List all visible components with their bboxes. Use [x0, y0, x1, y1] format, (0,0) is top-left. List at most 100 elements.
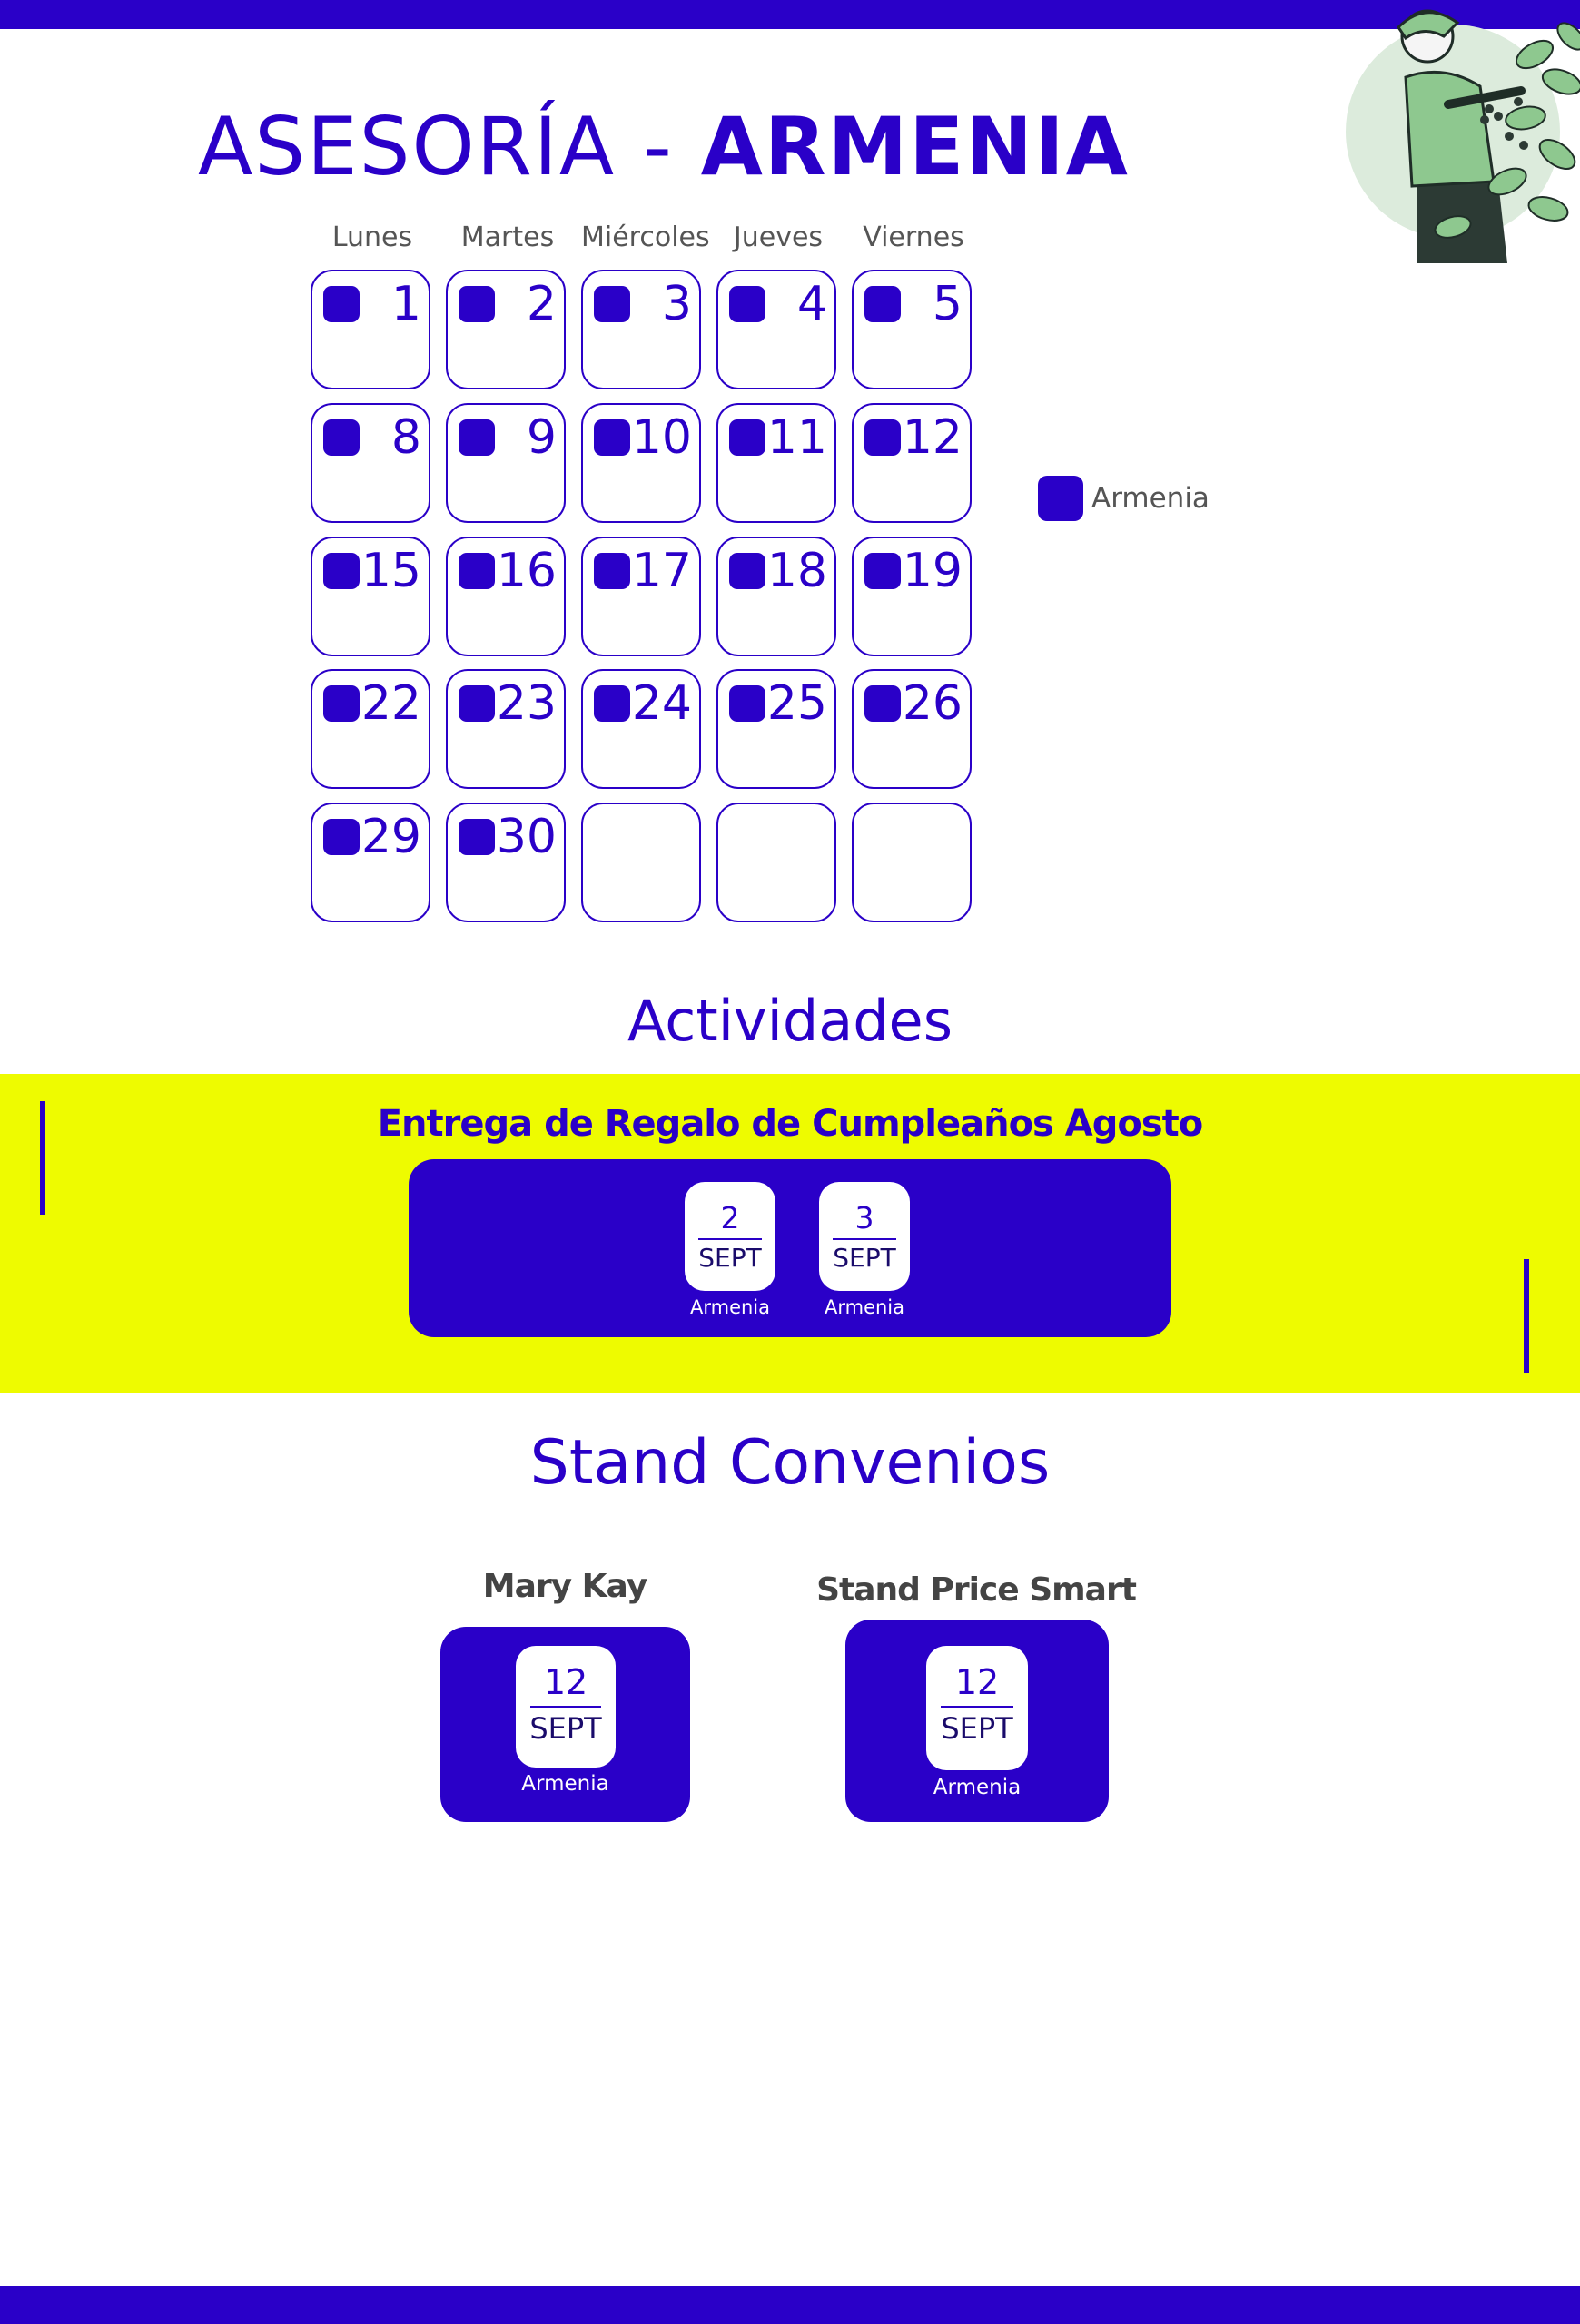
title-prefix: ASESORÍA -: [198, 100, 701, 193]
activity-location: Armenia: [824, 1296, 905, 1318]
bottom-bar: [0, 2286, 1580, 2324]
armenia-marker: [459, 286, 495, 322]
calendar-day-cell: 18: [716, 537, 836, 656]
calendar-day-cell: 4: [716, 270, 836, 389]
badge-day: 12: [543, 1662, 588, 1702]
armenia-marker: [323, 419, 360, 456]
calendar-day-cell: [716, 803, 836, 922]
day-number: 12: [902, 410, 963, 465]
armenia-marker: [594, 419, 630, 456]
armenia-marker: [864, 553, 901, 589]
badge-month: SEPT: [833, 1243, 896, 1273]
calendar-day-cell: 29: [311, 803, 430, 922]
armenia-marker: [323, 553, 360, 589]
armenia-marker: [864, 685, 901, 722]
armenia-marker: [459, 685, 495, 722]
armenia-marker: [729, 553, 765, 589]
day-number: 19: [902, 544, 963, 598]
stand-location-price-smart: Armenia: [933, 1776, 1022, 1799]
day-number: 23: [496, 676, 557, 731]
armenia-marker: [323, 286, 360, 322]
armenia-marker: [729, 685, 765, 722]
armenia-marker: [459, 553, 495, 589]
badge-divider: [698, 1238, 762, 1240]
badge-day: 3: [854, 1200, 874, 1236]
calendar-day-cell: 12: [852, 403, 972, 523]
day-number: 29: [360, 810, 421, 864]
stands-heading: Stand Convenios: [529, 1427, 1051, 1499]
weekday-label: Viernes: [863, 222, 964, 253]
day-number: 10: [631, 410, 692, 465]
badge-divider: [941, 1706, 1013, 1708]
calendar-day-cell: 23: [446, 669, 566, 789]
day-number: 17: [631, 544, 692, 598]
activities-heading: Actividades: [627, 988, 953, 1054]
decorative-line-right: [1524, 1259, 1529, 1373]
calendar-day-cell: 22: [311, 669, 430, 789]
day-number: 25: [766, 676, 827, 731]
armenia-marker: [864, 419, 901, 456]
day-number: 26: [902, 676, 963, 731]
badge-month: SEPT: [941, 1711, 1013, 1746]
weekday-label: Lunes: [331, 222, 413, 253]
calendar-day-cell: 26: [852, 669, 972, 789]
day-number: 3: [661, 277, 692, 331]
armenia-marker: [459, 819, 495, 855]
stand-location-mary-kay: Armenia: [521, 1772, 609, 1796]
day-number: 24: [631, 676, 692, 731]
badge-day: 2: [720, 1200, 740, 1236]
calendar-day-cell: [581, 803, 701, 922]
armenia-marker: [594, 553, 630, 589]
stand-date-badge-price-smart: 12 SEPT: [926, 1646, 1028, 1770]
weekday-label: Martes: [460, 222, 555, 253]
calendar-day-cell: 19: [852, 537, 972, 656]
weekday-label: Miércoles: [581, 222, 710, 253]
top-bar: [0, 0, 1580, 29]
badge-divider: [833, 1238, 896, 1240]
armenia-marker: [323, 685, 360, 722]
title-city: ARMENIA: [700, 100, 1130, 193]
badge-day: 12: [954, 1662, 1000, 1702]
calendar-day-cell: 3: [581, 270, 701, 389]
day-number: 4: [796, 277, 827, 331]
decorative-line-left: [40, 1101, 45, 1215]
calendar-day-cell: 15: [311, 537, 430, 656]
calendar-day-cell: 1: [311, 270, 430, 389]
day-number: 1: [390, 277, 421, 331]
day-number: 11: [766, 410, 827, 465]
armenia-marker: [729, 419, 765, 456]
legend-label: Armenia: [1091, 482, 1210, 515]
armenia-marker: [459, 419, 495, 456]
stand-name-mary-kay: Mary Kay: [482, 1568, 647, 1605]
activity-location: Armenia: [689, 1296, 771, 1318]
event-title: Entrega de Regalo de Cumpleaños Agosto: [377, 1103, 1204, 1145]
calendar-day-cell: 24: [581, 669, 701, 789]
day-number: 18: [766, 544, 827, 598]
armenia-marker: [864, 286, 901, 322]
day-number: 22: [360, 676, 421, 731]
calendar-day-cell: 30: [446, 803, 566, 922]
badge-divider: [530, 1706, 601, 1708]
calendar-day-cell: 17: [581, 537, 701, 656]
armenia-marker: [594, 685, 630, 722]
calendar-day-cell: 10: [581, 403, 701, 523]
day-number: 16: [496, 544, 557, 598]
badge-month: SEPT: [529, 1711, 602, 1746]
day-number: 8: [390, 410, 421, 465]
weekday-label: Jueves: [733, 222, 824, 253]
coffee-picker-illustration-icon: [1346, 9, 1580, 263]
day-number: 15: [360, 544, 421, 598]
armenia-marker: [323, 819, 360, 855]
calendar-day-cell: 2: [446, 270, 566, 389]
calendar-day-cell: 5: [852, 270, 972, 389]
calendar-day-cell: 25: [716, 669, 836, 789]
calendar-day-cell: 9: [446, 403, 566, 523]
day-number: 2: [526, 277, 557, 331]
badge-month: SEPT: [698, 1243, 762, 1273]
day-number: 9: [526, 410, 557, 465]
armenia-marker: [594, 286, 630, 322]
stand-date-badge-mary-kay: 12 SEPT: [516, 1646, 616, 1768]
day-number: 30: [496, 810, 557, 864]
